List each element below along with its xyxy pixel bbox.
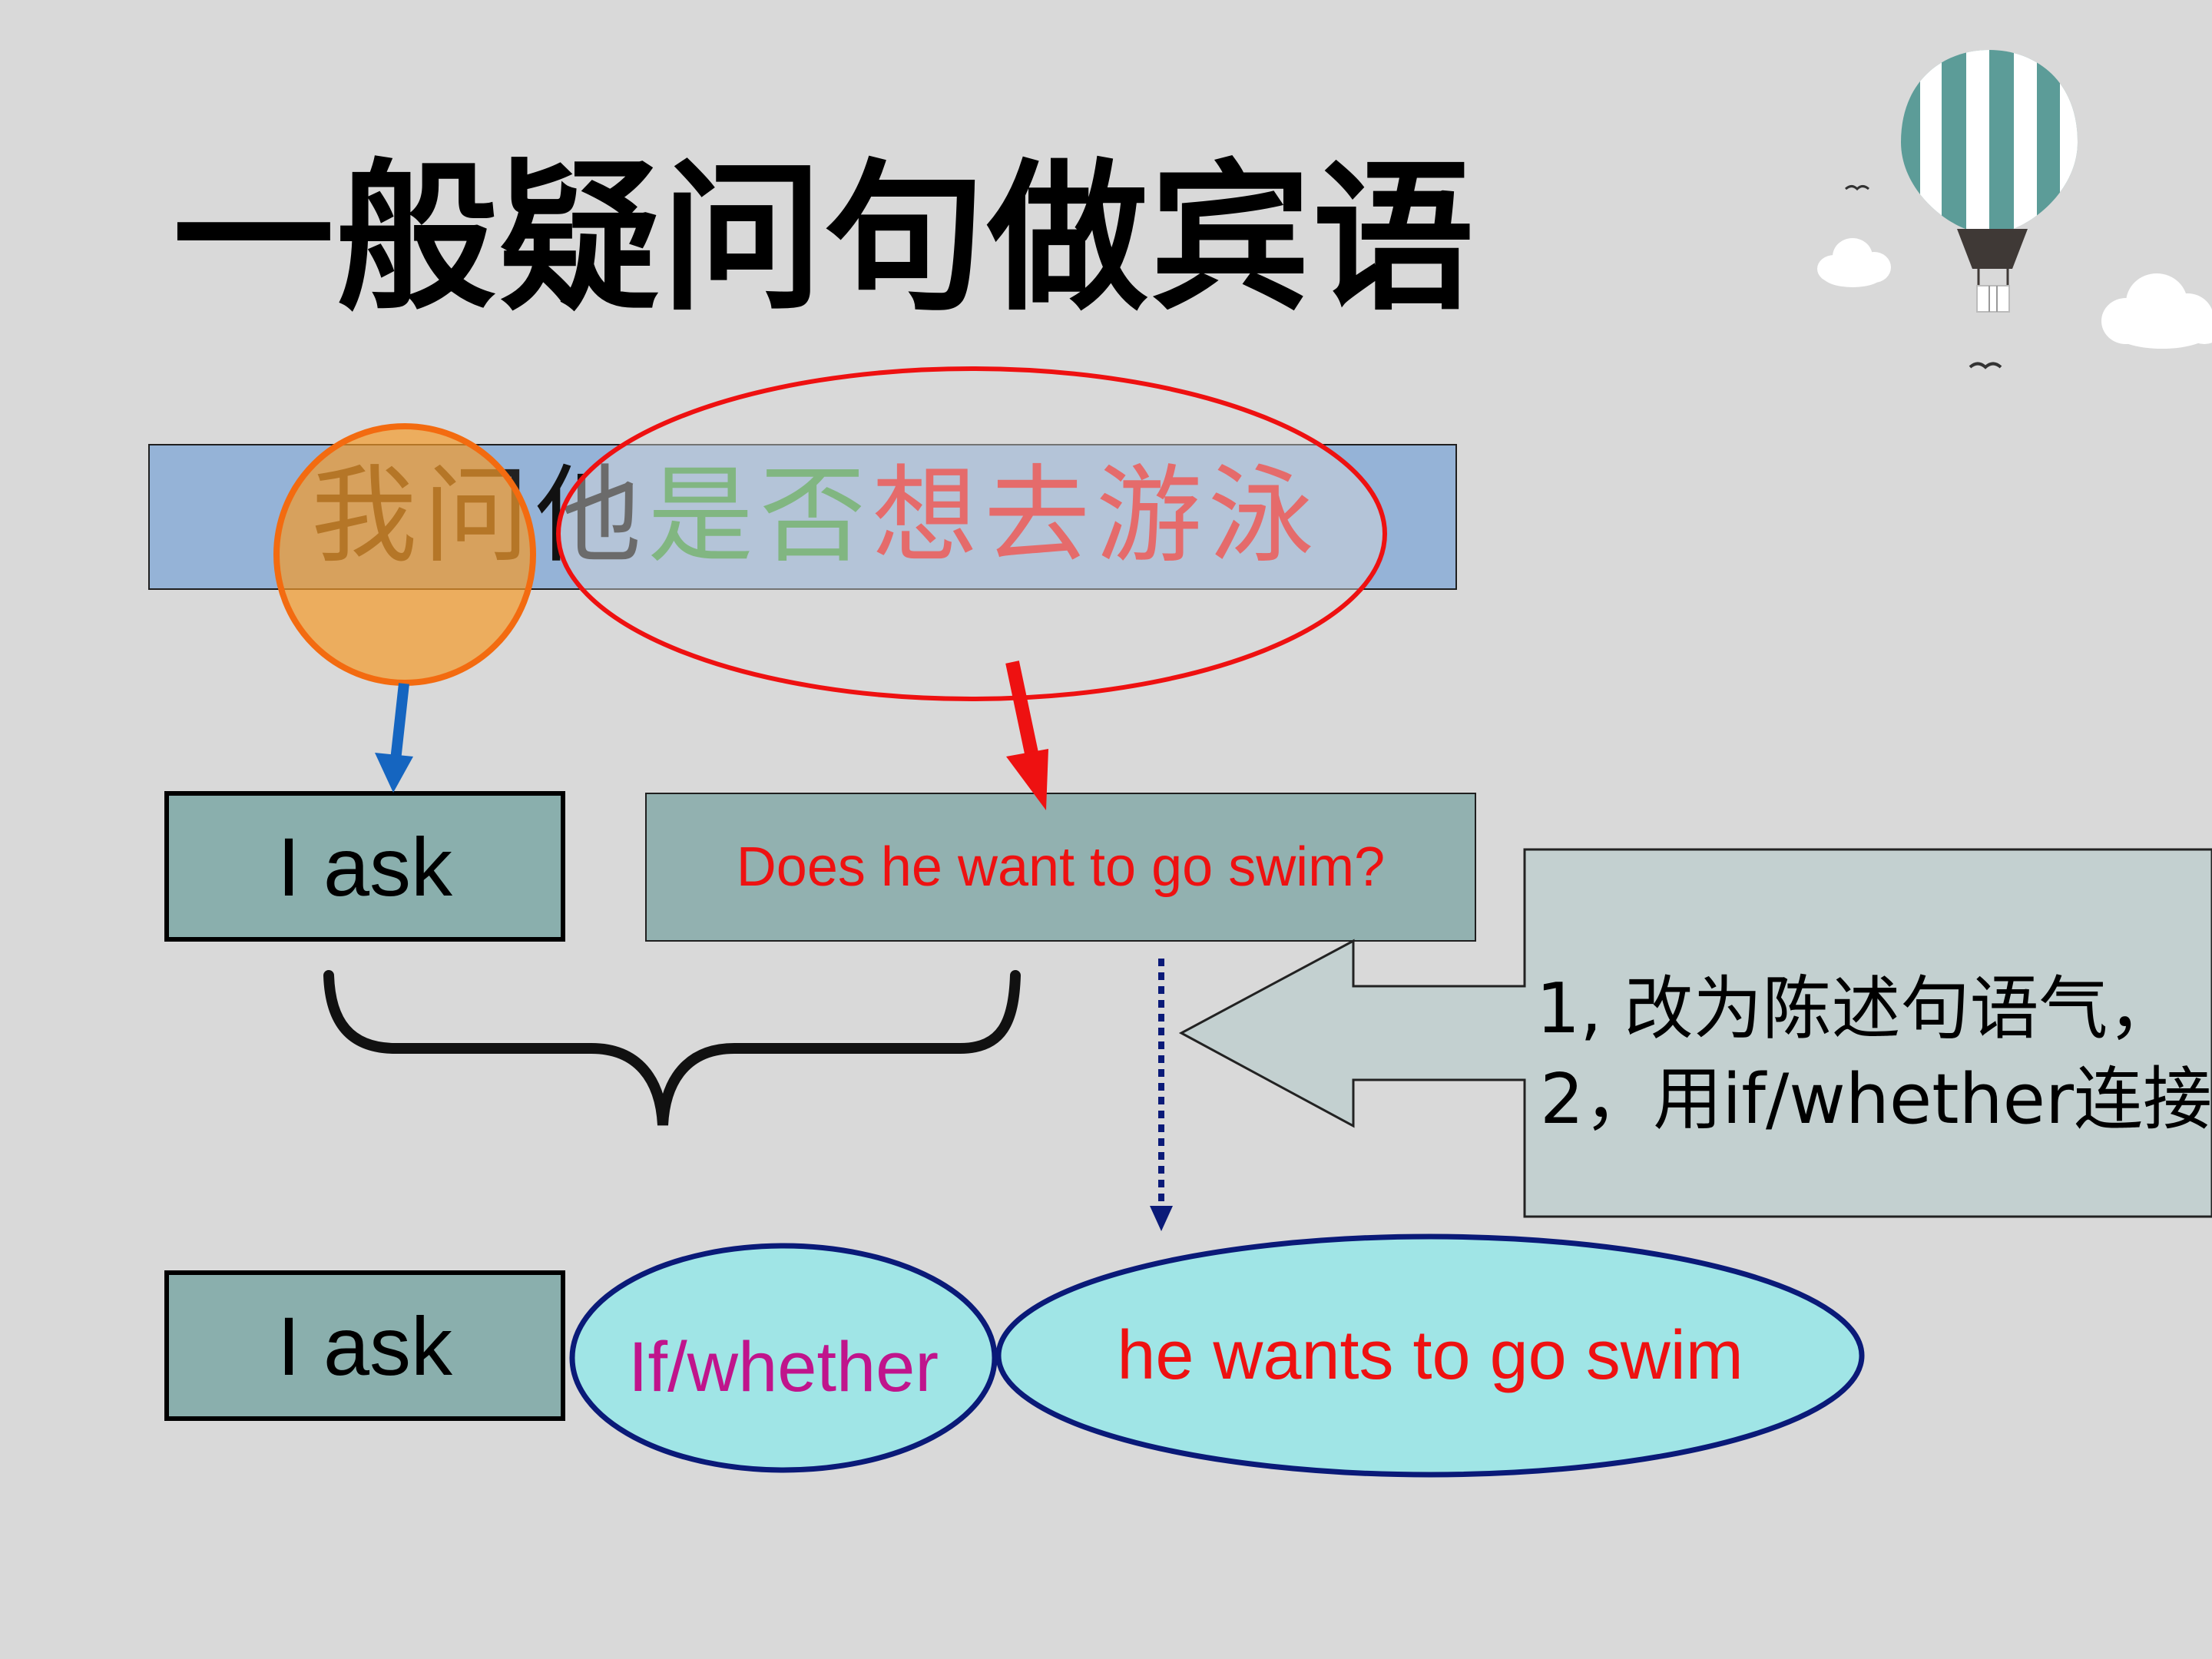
connector-ellipse	[569, 1243, 998, 1473]
callout-step-2: 2，用if/whether连接	[1540, 1059, 2212, 1140]
arrow-icon	[1150, 959, 1173, 1231]
callout-shape	[1178, 848, 2212, 1218]
cloud-icon	[2101, 273, 2212, 349]
highlight-circle	[273, 423, 536, 686]
arrow-icon	[375, 683, 413, 793]
sentence-predicate: 想去游泳	[872, 454, 1321, 578]
clause-label: he wants to go swim	[1117, 1316, 1743, 1394]
connector-label: If/whether	[628, 1327, 939, 1406]
callout-step-1: 1, 改为陈述句语气，	[1536, 969, 2177, 1049]
i-ask-box-top: I ask	[164, 791, 565, 942]
sentence-whether: 是否	[647, 454, 873, 578]
page-title: 一般疑问句做宾语	[173, 144, 1476, 333]
balloon-icon	[1901, 50, 2078, 313]
bird-icon	[1845, 185, 1869, 191]
bird-icon	[1969, 362, 2002, 369]
cloud-icon	[1817, 238, 1891, 287]
highlight-ellipse	[556, 366, 1387, 701]
curly-brace	[323, 970, 1021, 1126]
i-ask-box-bottom: I ask	[164, 1270, 565, 1421]
arrow-icon	[1005, 661, 1048, 810]
sentence-object: 他	[535, 454, 648, 578]
clause-ellipse	[995, 1233, 1865, 1478]
question-box: Does he want to go swim?	[645, 793, 1476, 942]
